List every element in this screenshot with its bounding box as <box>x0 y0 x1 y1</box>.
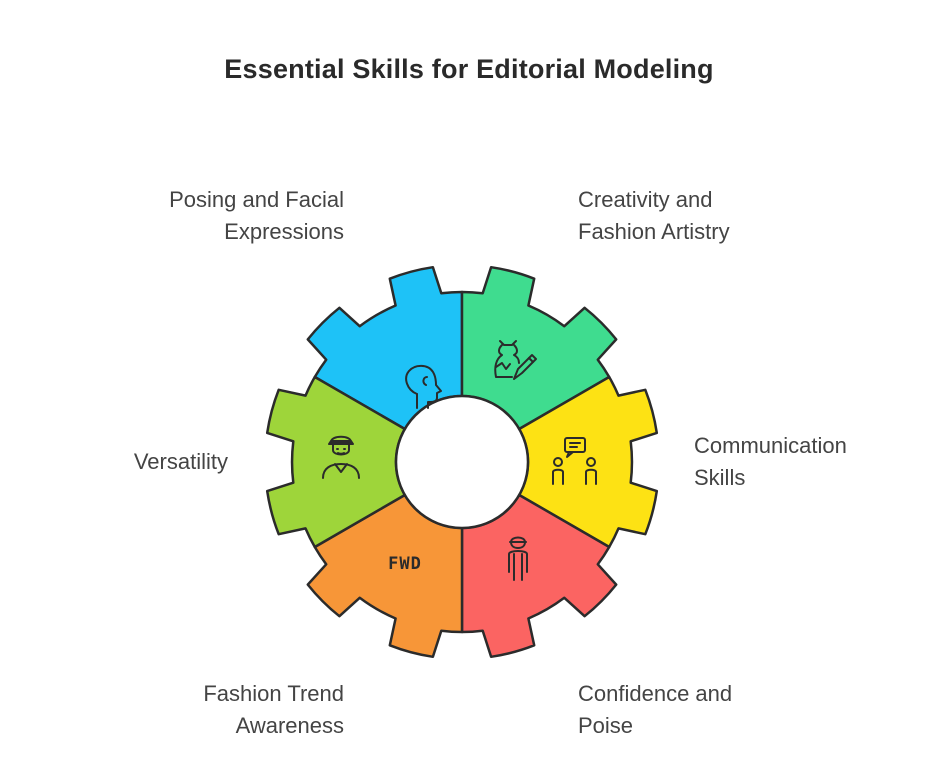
gear-hole <box>394 394 530 530</box>
head-profile-icon <box>405 364 442 409</box>
page-title: Essential Skills for Editorial Modeling <box>224 54 714 84</box>
label-fashion-trend: Fashion Trend Awareness <box>203 681 344 738</box>
standing-person-icon <box>508 536 528 581</box>
dress-pencil-icon <box>494 340 537 380</box>
person-cap-icon <box>322 435 360 479</box>
label-versatility: Versatility <box>133 449 228 474</box>
label-creativity: Creativity and Fashion Artistry <box>578 187 730 244</box>
people-talking-icon <box>552 437 597 485</box>
label-confidence: Confidence and Poise <box>578 681 733 738</box>
fwd-text-icon: FWD <box>388 554 422 574</box>
label-posing: Posing and Facial Expressions <box>169 187 344 244</box>
label-communication: Communication Skills <box>694 433 847 490</box>
